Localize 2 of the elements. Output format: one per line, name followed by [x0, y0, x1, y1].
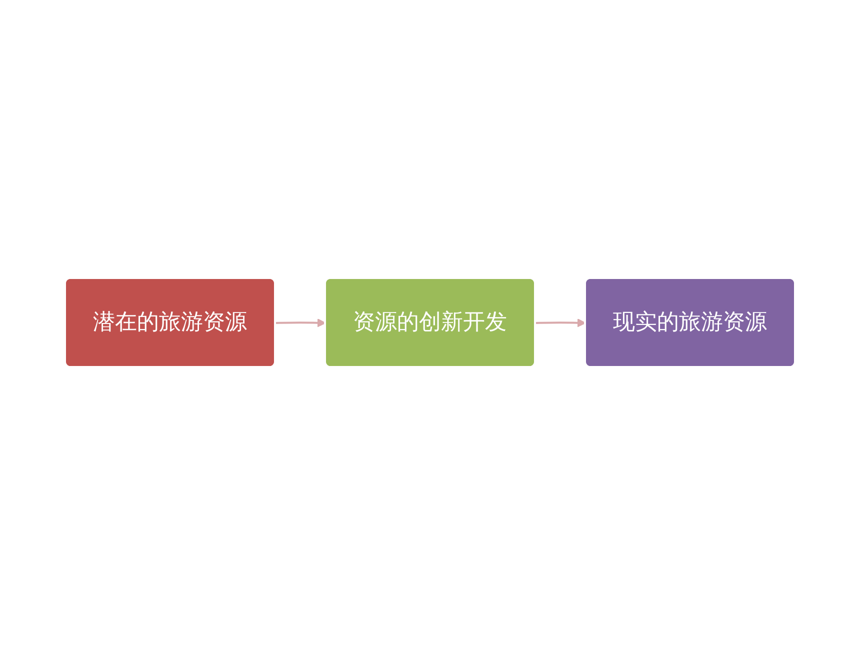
arrow	[535, 318, 586, 328]
arrow	[275, 318, 326, 328]
